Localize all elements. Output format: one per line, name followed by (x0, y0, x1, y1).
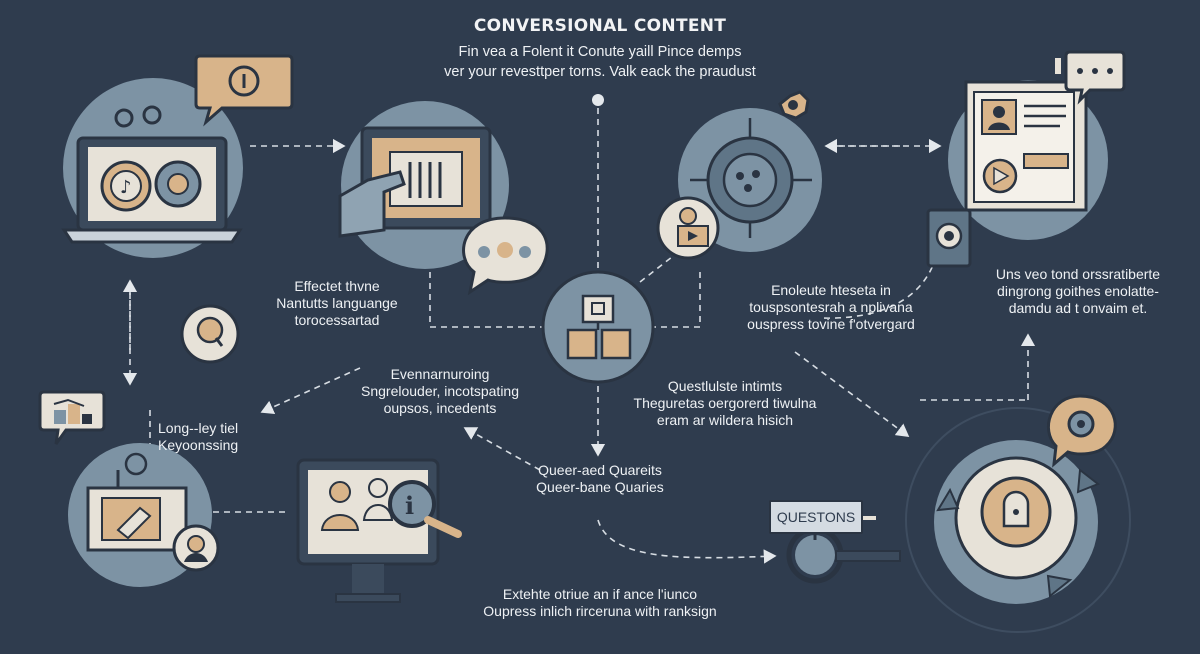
label-line: oupsos, incedents (383, 400, 497, 416)
connector-hub-to-gear (639, 234, 701, 283)
label-bottom: Extehte otriue an if ance l'iunco Oupres… (440, 586, 760, 620)
chart-bubble-icon (38, 390, 106, 445)
label-line: Effectet thvne (294, 278, 380, 294)
document-video-icon (926, 80, 1108, 268)
label-line: Enoleute hteseta in (771, 282, 891, 298)
cycle-lock-icon (905, 407, 1131, 633)
connector-screen-to-hub (429, 250, 550, 328)
gear-bubble-icon (1046, 394, 1117, 468)
connector-hub-right (650, 272, 701, 328)
laptop-media-icon: ♪ (61, 78, 243, 258)
label-line: torocessartad (294, 312, 380, 328)
subtitle-line-1: Fin vea a Folent it Conute yaill Pince d… (458, 44, 742, 60)
label-line: ouspress tovine f'otvergard (747, 316, 915, 332)
chat-bubble-icon (194, 54, 294, 127)
label-queries: Queer-aed Quareits Queer-bane Quaries (520, 462, 680, 496)
label-events: Evennarnuroing Sngrelouder, incotspating… (350, 366, 530, 417)
subtitle-line-2: ver your revesttper torns. Valk eack the… (444, 64, 756, 80)
ellipsis-bubble-icon (1055, 50, 1126, 105)
label-right-top: Uns veo tond orssratiberte dingrong goit… (980, 266, 1176, 317)
label-line: Nantutts languange (276, 295, 398, 311)
magnifier-icon (786, 516, 901, 584)
connector-node (592, 94, 604, 106)
search-bubble-icon (180, 304, 240, 364)
connector-events-to-monitor (260, 367, 361, 414)
label-line: Uns veo tond orssratiberte (995, 266, 1161, 282)
people-hub-icon (541, 270, 655, 384)
label-line: dingrong goithes enolatte- (997, 283, 1159, 299)
label-line: Extehte otriue an if ance l'iunco (502, 586, 698, 602)
label-line: Sngrelouder, incotspating (361, 383, 519, 399)
label-natural-language: Effectet thvne Nantutts languange toroce… (262, 278, 412, 329)
label-questions-text: Questlulste intimts Theguretas oergorerd… (620, 378, 830, 429)
label-line: Questlulste intimts (667, 378, 783, 394)
label-line: damdu ad t onvaim et. (1008, 300, 1148, 316)
label-evaluate: Enoleute hteseta in touspsontesrah a npl… (726, 282, 936, 333)
video-user-icon (656, 196, 720, 260)
label-line: Keyoonssing (158, 437, 239, 453)
label-line: Oupress inlich rirceruna with ranksign (483, 603, 717, 619)
label-line: Queer-bane Quaries (536, 479, 664, 495)
label-line: touspsontesrah a nplivana (749, 299, 913, 315)
speech-bubble-icon (462, 216, 549, 296)
label-line: Evennarnuroing (390, 366, 490, 382)
monitor-search-icon: i (296, 458, 462, 603)
label-line: eram ar wildera hisich (656, 412, 794, 428)
connector-questions-to-cycle (794, 351, 910, 437)
connector-queries-to-events (463, 427, 541, 471)
label-line: Queer-aed Quareits (538, 462, 662, 478)
connector-doc-to-text (819, 234, 941, 319)
connector-queries-to-magnifier (597, 519, 777, 564)
questions-tag: QUESTONS (769, 500, 863, 534)
label-longtail: Long--ley tiel Keyoonssing (158, 420, 268, 454)
label-line: Long--ley tiel (158, 420, 239, 436)
svg-text:i: i (405, 491, 414, 520)
svg-text:♪: ♪ (120, 177, 132, 198)
page-title: CONVERSIONAL CONTENT (473, 16, 727, 36)
label-line: Theguretas oergorerd tiwulna (633, 395, 817, 411)
hand-screen-icon (338, 101, 509, 269)
tablet-edit-icon (68, 443, 220, 587)
